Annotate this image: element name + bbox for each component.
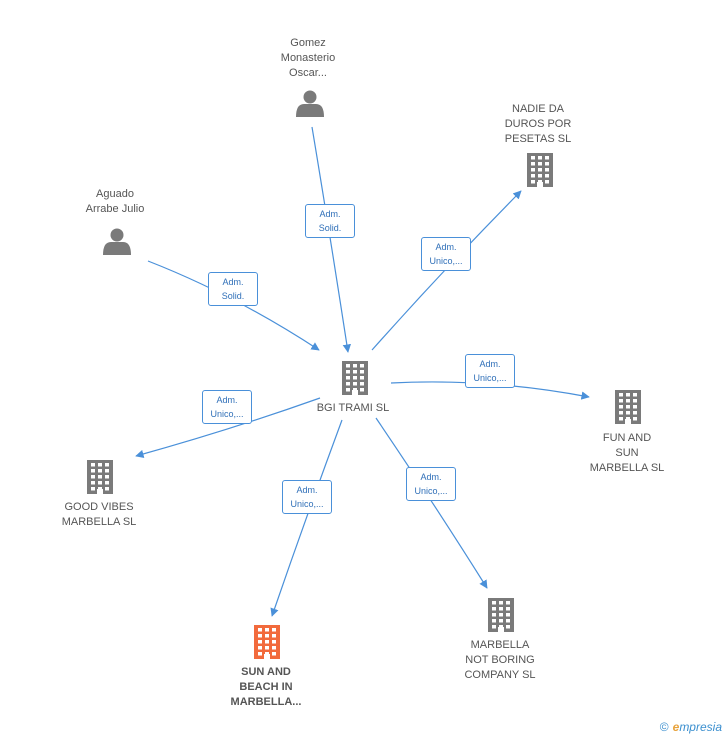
building-icon[interactable] bbox=[615, 390, 641, 424]
node-label-gomez[interactable]: Gomez Monasterio Oscar... bbox=[280, 37, 336, 79]
node-label-notboring[interactable]: MARBELLA NOT BORING COMPANY SL bbox=[464, 639, 536, 681]
edge-role-label[interactable]: Adm. Unico,... bbox=[406, 467, 456, 501]
edge-role-label[interactable]: Adm. Unico,... bbox=[465, 354, 515, 388]
node-label-sunbeach[interactable]: SUN AND BEACH IN MARBELLA... bbox=[230, 666, 302, 708]
edge-role-label[interactable]: Adm. Solid. bbox=[305, 204, 355, 238]
edge-center-sunbeach bbox=[270, 419, 343, 617]
node-label-funsun[interactable]: FUN AND SUN MARBELLA SL bbox=[589, 432, 665, 474]
edge-gomez-center bbox=[311, 126, 352, 353]
building-icon[interactable] bbox=[488, 598, 514, 632]
building-icon[interactable] bbox=[87, 460, 113, 494]
brand-watermark: ©empresia bbox=[660, 720, 722, 734]
edge-role-label[interactable]: Adm. Unico,... bbox=[202, 390, 252, 424]
edge-role-label[interactable]: Adm. Unico,... bbox=[421, 237, 471, 271]
building-icon[interactable] bbox=[342, 361, 368, 395]
copyright-symbol: © bbox=[659, 720, 669, 734]
node-label-center[interactable]: BGI TRAMI SL bbox=[316, 402, 390, 414]
edge-role-label[interactable]: Adm. Unico,... bbox=[282, 480, 332, 514]
node-label-aguado[interactable]: Aguado Arrabe Julio bbox=[85, 188, 145, 215]
node-label-nadie[interactable]: NADIE DA DUROS POR PESETAS SL bbox=[504, 103, 572, 145]
brand-initial: e bbox=[672, 720, 680, 734]
node-label-goodvibes[interactable]: GOOD VIBES MARBELLA SL bbox=[61, 501, 137, 528]
person-icon[interactable] bbox=[296, 90, 324, 118]
building-icon[interactable] bbox=[254, 625, 280, 659]
brand-name: mpresia bbox=[679, 720, 722, 734]
edge-center-goodvibes bbox=[135, 397, 321, 459]
person-icon[interactable] bbox=[103, 228, 131, 256]
edge-center-notboring bbox=[375, 417, 488, 589]
building-icon[interactable] bbox=[527, 153, 553, 187]
edge-role-label[interactable]: Adm. Solid. bbox=[208, 272, 258, 306]
